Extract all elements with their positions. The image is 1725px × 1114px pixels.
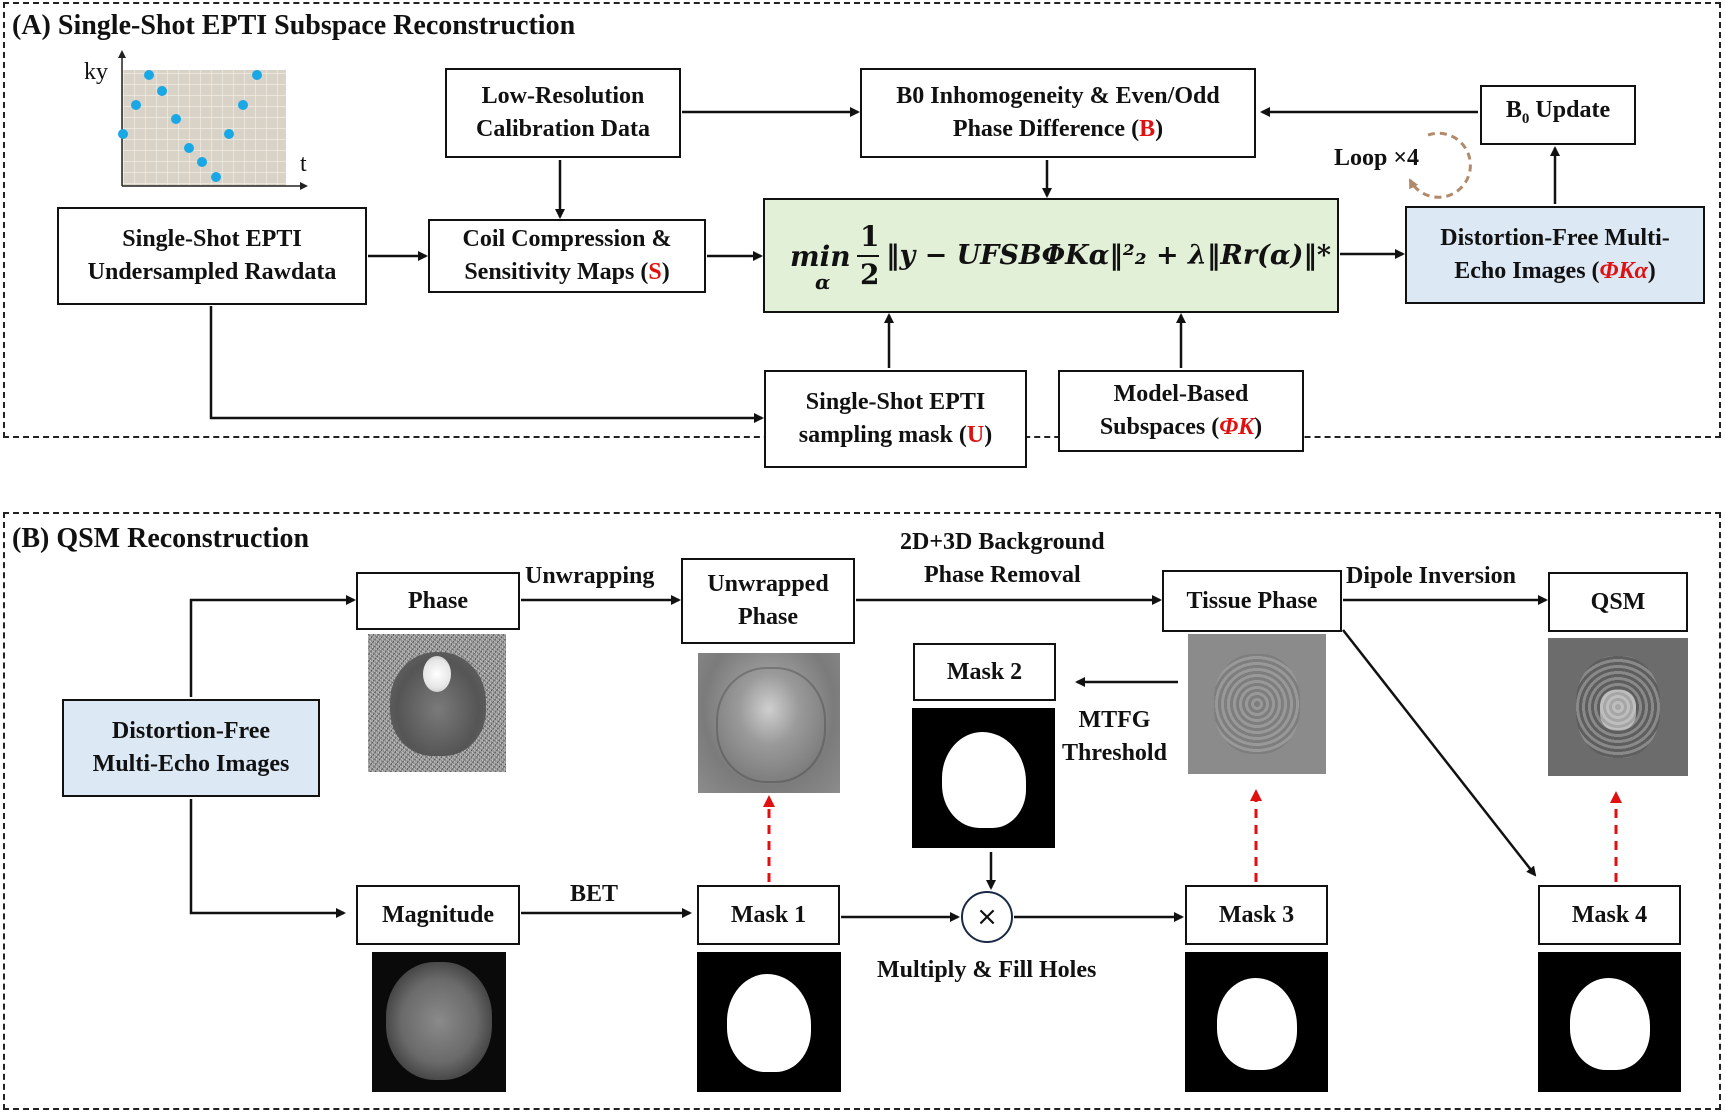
multiply-fill-holes-label: Multiply & Fill Holes [877,957,1097,983]
mask2-image [912,708,1055,848]
plot-ylabel: ky [84,59,108,85]
kspace-sampling-plot [118,50,308,190]
model-subspaces-box: Model-Based Subspaces (ΦK) [1058,370,1304,452]
panel-b-title: (B) QSM Reconstruction [12,523,310,554]
equation-frac-num: 1 [860,220,880,253]
panel-b [3,512,1721,1110]
distortion-free-images-box: Distortion-Free Multi- Echo Images (ΦKα) [1405,206,1705,304]
phase-image [368,634,506,772]
mask3-image [1185,952,1328,1092]
tissue-phase-image [1188,634,1326,774]
b0-inhomogeneity-box: B0 Inhomogeneity & Even/Odd Phase Differ… [860,68,1256,158]
multiply-node: × [961,891,1013,943]
magnitude-image [372,952,506,1092]
magnitude-box: Magnitude [356,885,520,945]
dipole-inversion-label: Dipole Inversion [1346,563,1517,589]
equation-min: min [790,240,851,273]
unwrapping-label: Unwrapping [525,563,655,589]
unwrapped-phase-image [698,653,840,793]
mask1-box: Mask 1 [697,885,840,945]
mask4-image [1538,952,1681,1092]
coil-compression-box: Coil Compression & Sensitivity Maps (S) [428,219,706,293]
equation-body: ‖y − UFSBΦKα‖²₂ + λ‖Rr(α)‖* [886,240,1332,271]
mask4-box: Mask 4 [1538,885,1681,945]
mask2-box: Mask 2 [913,643,1056,701]
plot-xlabel: t [300,151,307,177]
equation-frac-bar [857,255,879,257]
mask3-box: Mask 3 [1185,885,1328,945]
loop-label: Loop ×4 [1334,145,1420,171]
mask1-image [697,952,841,1092]
phase-box: Phase [356,572,520,630]
equation-frac-den: 2 [860,258,880,291]
b0-update-box: B0 Update [1480,85,1636,145]
bet-label: BET [570,881,619,907]
sampling-mask-box: Single-Shot EPTI sampling mask (U) [764,370,1027,468]
qsm-box: QSM [1548,572,1688,632]
qsm-image [1548,638,1688,776]
panel-a-title: (A) Single-Shot EPTI Subspace Reconstruc… [12,10,576,41]
tissue-phase-box: Tissue Phase [1162,570,1342,632]
equation-min-sub: α [815,270,831,294]
sample-points [118,70,262,182]
